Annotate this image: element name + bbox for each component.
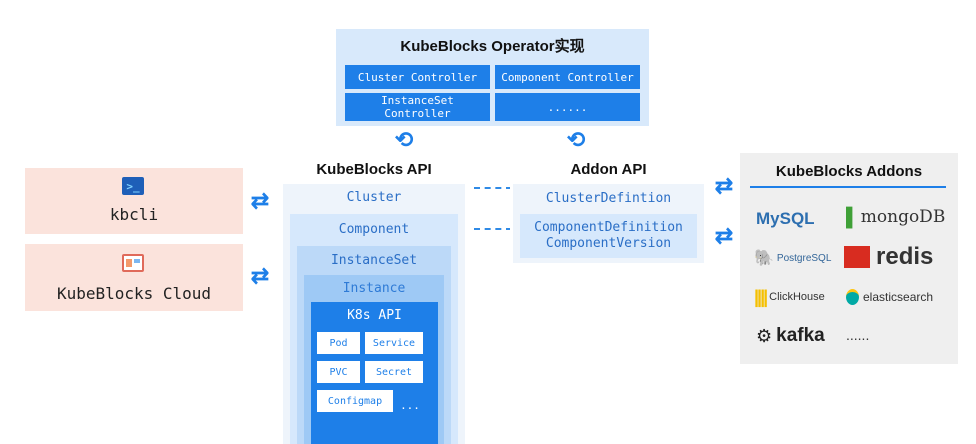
terminal-icon: >_ xyxy=(122,177,144,195)
sync-arrows-icon: ⇄ xyxy=(250,263,270,288)
component-controller: Component Controller xyxy=(495,65,640,89)
pvc-resource: PVC xyxy=(317,361,360,383)
mysql-logo: MySQL xyxy=(756,209,815,228)
kbcli-panel: >_ kbcli xyxy=(25,168,243,234)
clickhouse-logo: |||| ClickHouse xyxy=(754,286,825,307)
addons-title: KubeBlocks Addons xyxy=(775,162,923,180)
addon-api-body: ClusterDefintion ComponentDefinition Com… xyxy=(513,184,704,263)
sync-arrows-icon: ⇄ xyxy=(714,223,734,248)
clusterdefinition-label: ClusterDefintion xyxy=(545,190,672,206)
kubeblocks-api-title: KubeBlocks API xyxy=(316,160,432,178)
cluster-label: Cluster xyxy=(346,189,402,205)
instanceset-label: InstanceSet xyxy=(330,252,418,268)
connector-cluster xyxy=(474,187,512,189)
sync-arrows-icon: ⟲ xyxy=(394,127,414,152)
k8s-api-title: K8s API xyxy=(347,307,402,323)
cloud-panel: KubeBlocks Cloud xyxy=(25,244,243,311)
component-layer: Component InstanceSet Instance K8s API P… xyxy=(290,214,458,444)
addons-title-underline xyxy=(750,186,946,188)
operator-more: ...... xyxy=(495,93,640,121)
kubeblocks-api-panel: KubeBlocks API Cluster Component Instanc… xyxy=(277,153,471,444)
addons-panel: KubeBlocks Addons MySQL ▌ mongoDB 🐘 Post… xyxy=(740,153,958,364)
componentdefinition-label: ComponentDefinition ComponentVersion xyxy=(520,214,697,258)
k8s-more: ... xyxy=(400,398,420,412)
dashboard-icon xyxy=(122,254,144,272)
component-label: Component xyxy=(338,221,410,237)
pod-resource: Pod xyxy=(317,332,360,354)
postgresql-logo: 🐘 PostgreSQL xyxy=(754,250,832,267)
kafka-logo: ⚙ kafka xyxy=(756,325,825,346)
instance-label: Instance xyxy=(342,280,406,296)
instance-layer: Instance K8s API Pod Service PVC Secret … xyxy=(304,275,444,444)
k8s-api-box: K8s API Pod Service PVC Secret Configmap… xyxy=(311,302,438,444)
elasticsearch-logo: elasticsearch xyxy=(846,284,954,310)
addons-more: ...... xyxy=(846,327,870,343)
configmap-resource: Configmap xyxy=(317,390,393,412)
cluster-layer: Cluster Component InstanceSet Instance K… xyxy=(283,184,465,444)
cluster-controller: Cluster Controller xyxy=(345,65,490,89)
sync-arrows-icon: ⟲ xyxy=(566,127,586,152)
redis-logo: redis xyxy=(844,240,954,274)
sync-arrows-icon: ⇄ xyxy=(250,188,270,213)
kbcli-label: kbcli xyxy=(109,204,159,224)
connector-component xyxy=(474,228,512,230)
addon-api-panel: Addon API ClusterDefintion ComponentDefi… xyxy=(510,153,707,263)
cloud-label: KubeBlocks Cloud xyxy=(56,283,212,303)
operator-panel: KubeBlocks Operator实现 Cluster Controller… xyxy=(336,29,649,126)
instanceset-layer: InstanceSet Instance K8s API Pod Service… xyxy=(297,246,451,444)
secret-resource: Secret xyxy=(365,361,423,383)
operator-title: KubeBlocks Operator实现 xyxy=(400,37,585,55)
addon-api-title: Addon API xyxy=(570,160,647,178)
service-resource: Service xyxy=(365,332,423,354)
instanceset-controller: InstanceSet Controller xyxy=(345,93,490,121)
sync-arrows-icon: ⇄ xyxy=(714,173,734,198)
mongodb-logo: ▌ mongoDB xyxy=(846,206,946,228)
